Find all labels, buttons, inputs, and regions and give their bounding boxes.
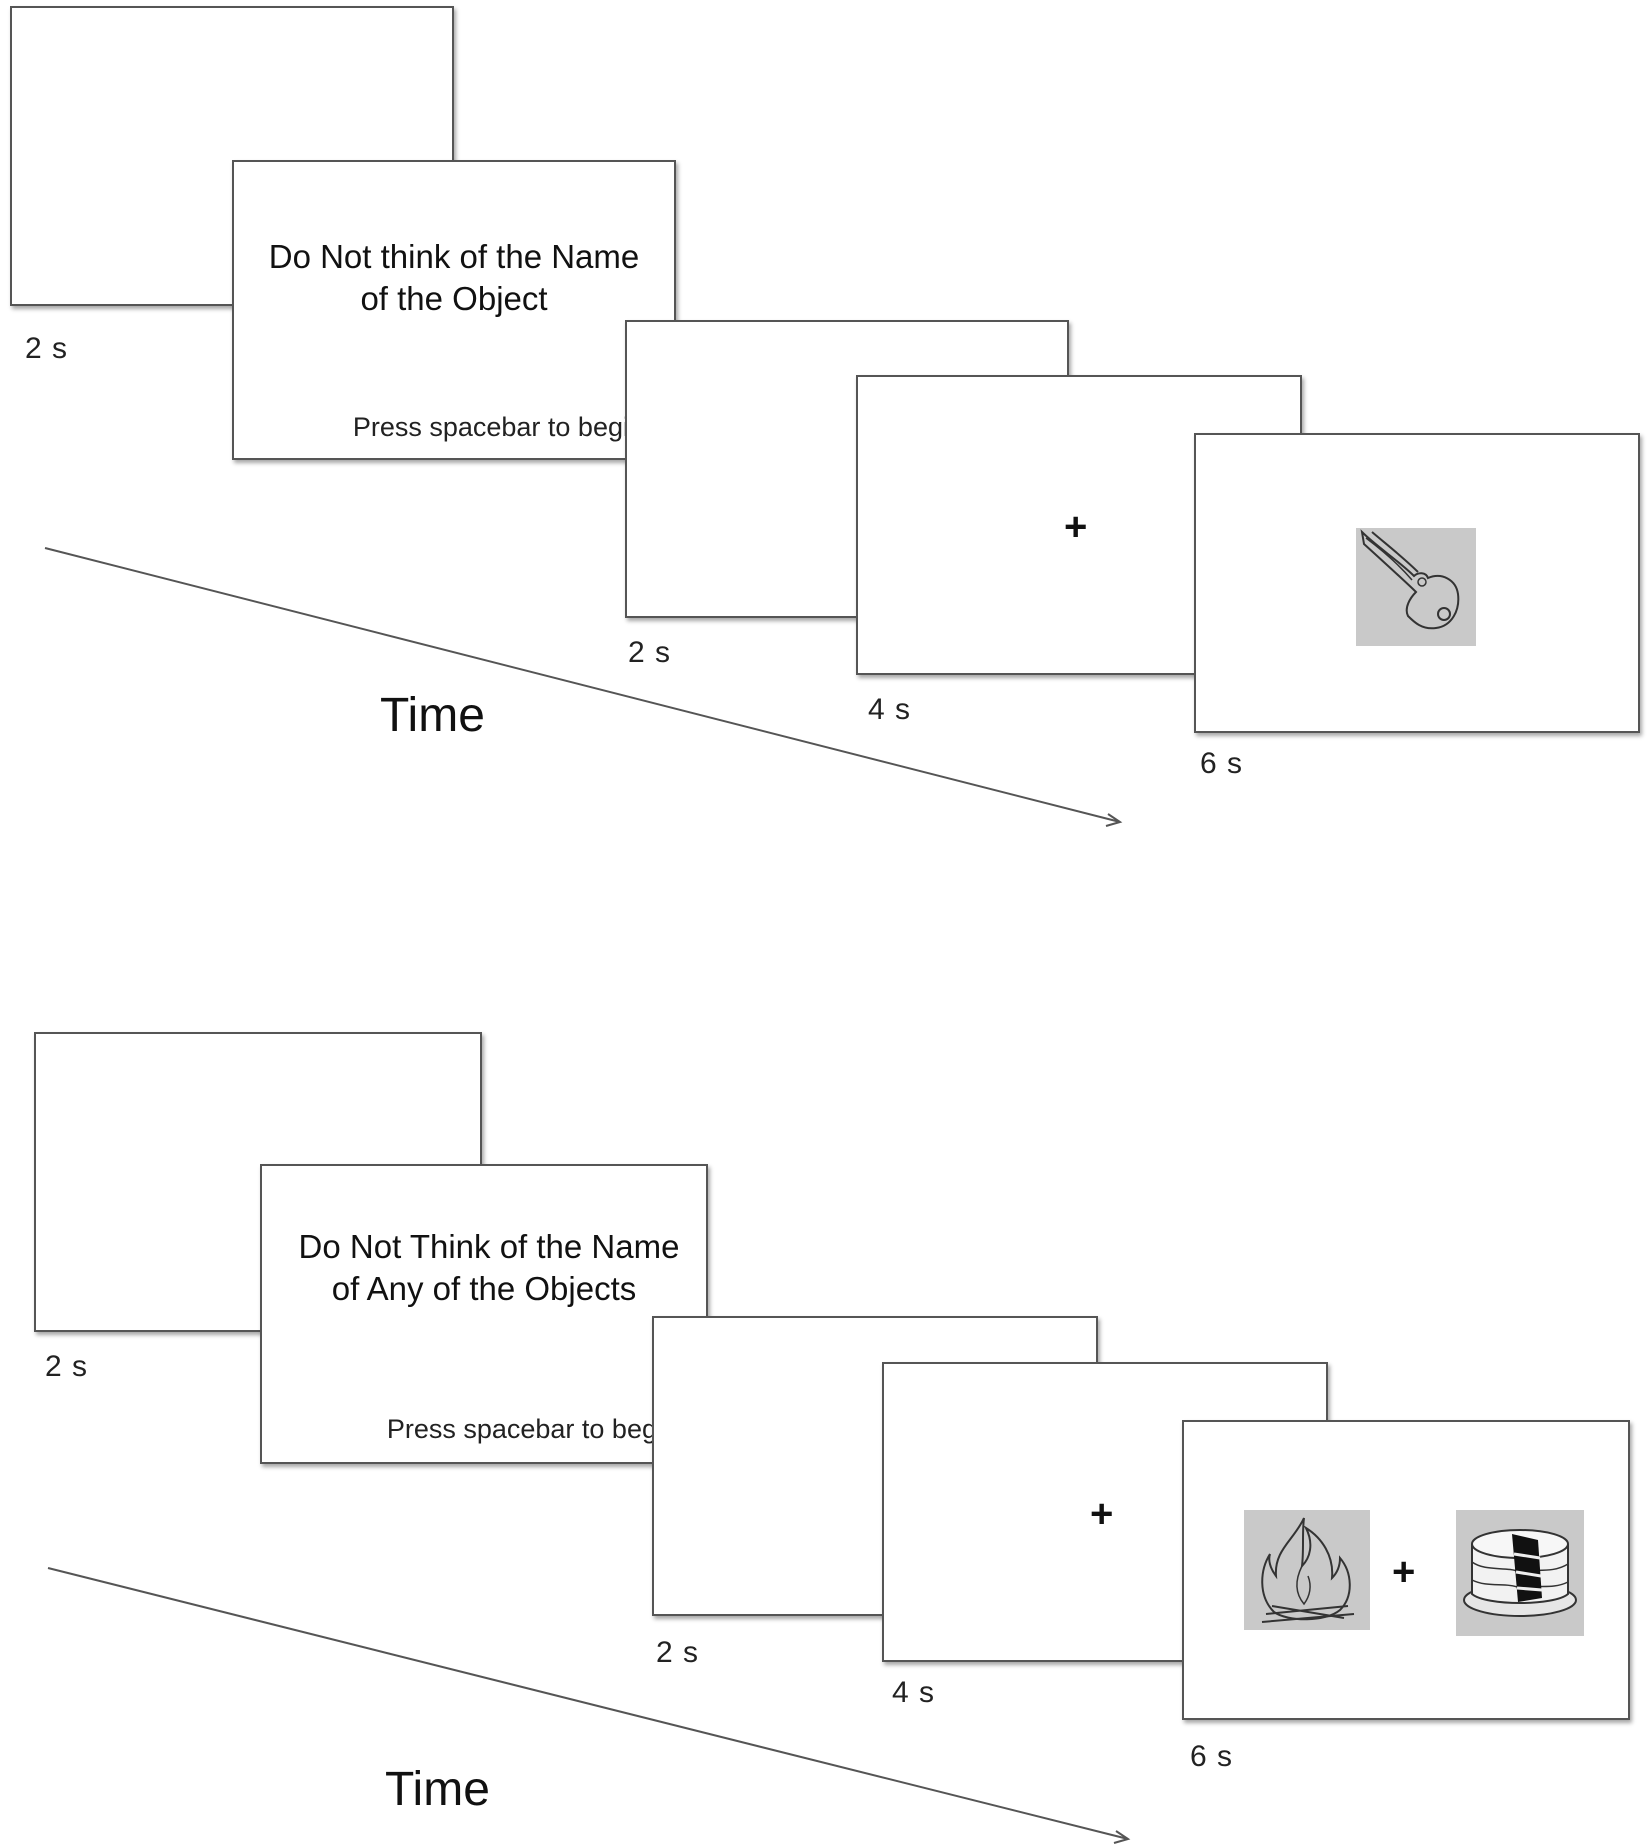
stimulus-screen bbox=[1194, 433, 1640, 733]
instruction-screen: Do Not think of the Name of the Object P… bbox=[232, 160, 676, 460]
blank2-duration: 2 s bbox=[656, 1636, 700, 1669]
blank-duration: 2 s bbox=[25, 332, 69, 365]
key-icon bbox=[1356, 528, 1476, 646]
stimulus-duration: 6 s bbox=[1190, 1740, 1234, 1773]
time-label: Time bbox=[385, 1763, 490, 1816]
blank-duration: 2 s bbox=[45, 1350, 89, 1383]
stimulus-screen: + bbox=[1182, 1420, 1630, 1720]
time-label: Time bbox=[380, 689, 485, 742]
instruction-line-2: of Any of the Objects bbox=[331, 1270, 637, 1307]
fixation-cross: + bbox=[1090, 1492, 1114, 1536]
fixation-duration: 4 s bbox=[868, 693, 912, 726]
fixation-duration: 4 s bbox=[892, 1676, 936, 1709]
instruction-line-1: Do Not think of the Name bbox=[268, 238, 640, 275]
stimulus-duration: 6 s bbox=[1200, 747, 1244, 780]
cake-icon bbox=[1456, 1510, 1584, 1636]
instruction-line-1: Do Not Think of the Name bbox=[298, 1228, 680, 1265]
blank2-duration: 2 s bbox=[628, 636, 672, 669]
instruction-screen: Do Not Think of the Name of Any of the O… bbox=[260, 1164, 708, 1464]
panel-single-object: 2 s Do Not think of the Name of the Obje… bbox=[10, 6, 1640, 827]
instruction-line-2: of the Object bbox=[360, 280, 548, 317]
stimulus-fixation-cross: + bbox=[1392, 1550, 1416, 1594]
press-spacebar-text: Press spacebar to begin bbox=[352, 412, 644, 442]
press-spacebar-text: Press spacebar to begin bbox=[386, 1414, 678, 1444]
fixation-cross: + bbox=[1064, 505, 1088, 549]
panel-two-objects: 2 s Do Not Think of the Name of Any of t… bbox=[0, 924, 1650, 1848]
fire-icon bbox=[1244, 1510, 1370, 1630]
